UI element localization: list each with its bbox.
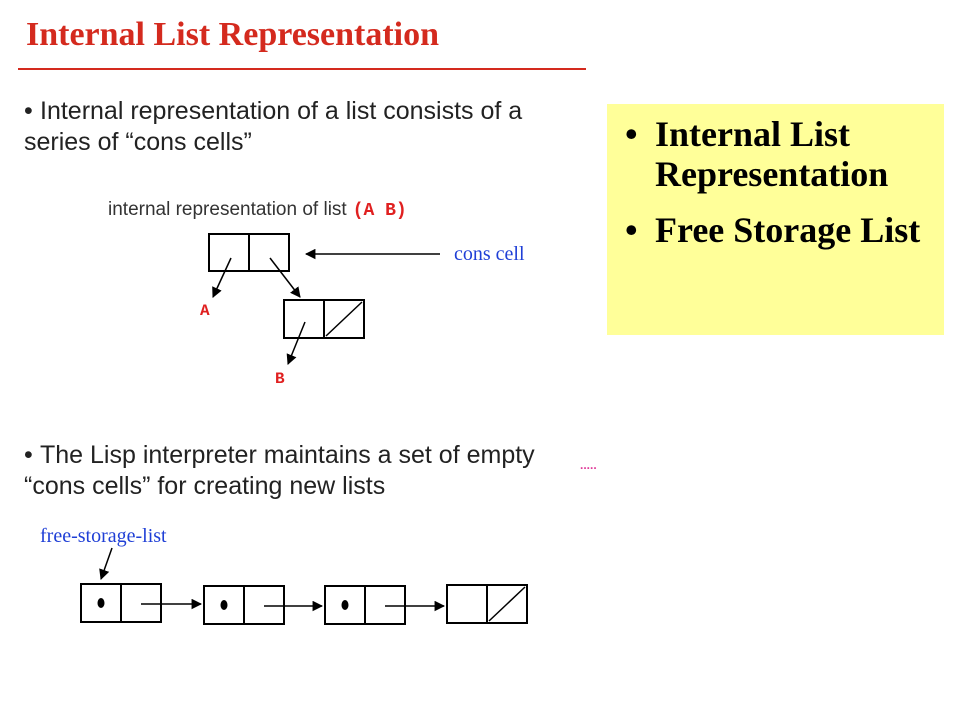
free-cell-3	[324, 585, 406, 625]
atom-b-label: B	[275, 370, 285, 388]
car-arrow-a	[212, 257, 232, 298]
topic-internal-list-representation: • Internal List Representation	[615, 114, 938, 194]
bullet-dot: •	[24, 441, 33, 469]
bullet-cons-cells-text: Internal representation of a list consis…	[24, 97, 523, 156]
cons-cell-label: cons cell	[454, 243, 525, 265]
bullet-free-storage-text: The Lisp interpreter maintains a set of …	[24, 441, 535, 500]
list-caption: internal representation of list(A B)	[108, 199, 407, 221]
bullet-cons-cells: •Internal representation of a list consi…	[24, 96, 594, 158]
free-cell-4	[446, 584, 528, 624]
cdr-arrow	[269, 257, 301, 298]
free-cell-1	[80, 583, 162, 623]
stray-mark: .....	[580, 458, 597, 472]
topic-free-storage-list: • Free Storage List	[615, 210, 938, 250]
topic-label: Internal List Representation	[655, 114, 889, 194]
cons-cell-2	[283, 299, 365, 339]
topics-box: • Internal List Representation • Free Stor…	[607, 104, 944, 335]
topic-bullet: •	[625, 210, 638, 250]
atom-a-label: A	[200, 302, 210, 320]
cons-cell-1	[208, 233, 290, 272]
topics-list: • Internal List Representation • Free Stor…	[615, 114, 938, 266]
car-arrow-b	[286, 321, 306, 365]
list-expression: (A B)	[352, 201, 407, 221]
free-storage-pointer-arrow	[99, 547, 113, 580]
free-cell-2	[203, 585, 285, 625]
bullet-dot: •	[24, 97, 33, 125]
topic-bullet: •	[625, 114, 638, 154]
topic-label: Free Storage List	[655, 210, 921, 250]
title-underline	[18, 68, 586, 70]
bullet-free-storage: •The Lisp interpreter maintains a set of…	[24, 440, 584, 502]
list-caption-text: internal representation of list	[108, 199, 347, 220]
free-storage-label: free-storage-list	[40, 525, 167, 547]
slide-title: Internal List Representation	[26, 16, 440, 53]
